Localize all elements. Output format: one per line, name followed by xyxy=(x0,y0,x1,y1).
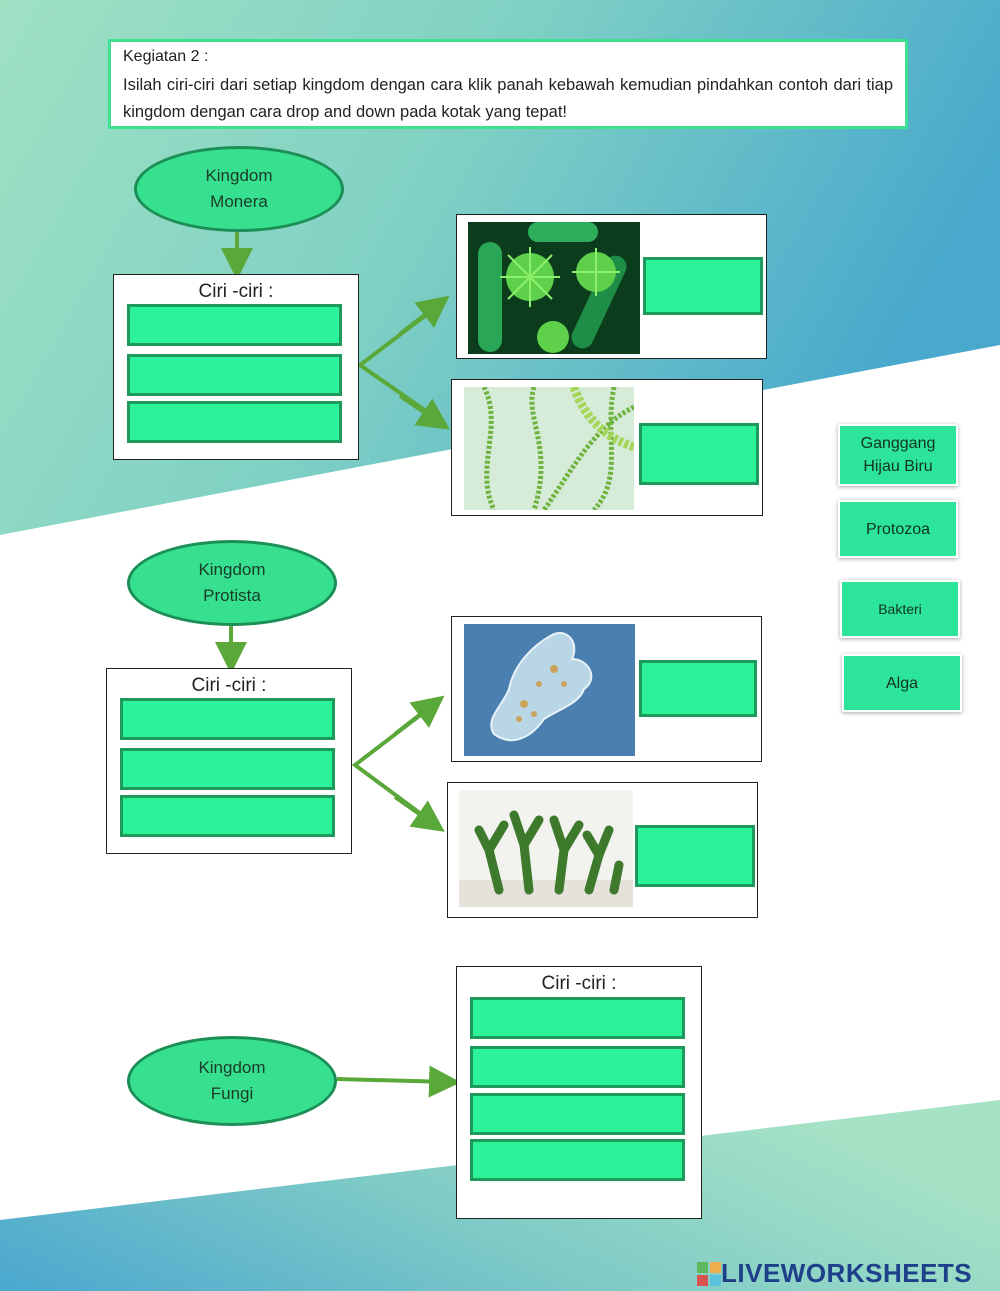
monera-ciri-box: Ciri -ciri : xyxy=(113,274,359,460)
liveworksheets-logo-icon xyxy=(697,1262,721,1286)
kingdom-label-line2: Fungi xyxy=(211,1081,254,1107)
kingdom-monera-ellipse: Kingdom Monera xyxy=(134,146,344,232)
kingdom-label-line2: Protista xyxy=(203,583,261,609)
protista-example-slot-1[interactable] xyxy=(639,660,757,717)
drag-option-label: Alga xyxy=(886,672,918,695)
green-algae-image xyxy=(459,790,633,907)
monera-example-slot-2[interactable] xyxy=(639,423,759,485)
monera-example-slot-1[interactable] xyxy=(643,257,763,315)
fungi-ciri-box: Ciri -ciri : xyxy=(456,966,702,1219)
drag-option-label: Protozoa xyxy=(866,518,930,541)
protista-example-slot-2[interactable] xyxy=(635,825,755,887)
kingdom-protista-ellipse: Kingdom Protista xyxy=(127,540,337,626)
monera-ciri-slot-2[interactable] xyxy=(127,354,342,396)
instruction-box: Kegiatan 2 : Isilah ciri-ciri dari setia… xyxy=(108,39,908,129)
fungi-ciri-slot-2[interactable] xyxy=(470,1046,685,1088)
drag-option-line1: Ganggang xyxy=(861,435,936,452)
kingdom-label-line1: Kingdom xyxy=(198,1055,265,1081)
protista-ciri-slot-3[interactable] xyxy=(120,795,335,837)
protista-ciri-box: Ciri -ciri : xyxy=(106,668,352,854)
instruction-heading: Kegiatan 2 : xyxy=(123,48,893,66)
photo-box-bacteria xyxy=(456,214,767,359)
photo-box-spirulina xyxy=(451,379,763,516)
drag-option-alga[interactable]: Alga xyxy=(842,654,962,712)
protista-ciri-slot-2[interactable] xyxy=(120,748,335,790)
monera-ciri-slot-3[interactable] xyxy=(127,401,342,443)
ciri-title: Ciri -ciri : xyxy=(107,675,351,697)
monera-ciri-slot-1[interactable] xyxy=(127,304,342,346)
kingdom-label-line2: Monera xyxy=(210,189,268,215)
drag-option-protozoa[interactable]: Protozoa xyxy=(838,500,958,558)
fungi-ciri-slot-1[interactable] xyxy=(470,997,685,1039)
kingdom-label-line1: Kingdom xyxy=(198,557,265,583)
drag-option-label: Bakteri xyxy=(878,598,922,621)
drag-option-bakteri[interactable]: Bakteri xyxy=(840,580,960,638)
fungi-ciri-slot-4[interactable] xyxy=(470,1139,685,1181)
photo-box-amoeba xyxy=(451,616,762,762)
drag-option-line2: Hijau Biru xyxy=(863,458,932,475)
ciri-title: Ciri -ciri : xyxy=(114,281,358,303)
fungi-ciri-slot-3[interactable] xyxy=(470,1093,685,1135)
spirulina-image xyxy=(464,387,634,510)
kingdom-label-line1: Kingdom xyxy=(205,163,272,189)
bacteria-image xyxy=(468,222,640,354)
ciri-title: Ciri -ciri : xyxy=(457,973,701,995)
liveworksheets-logo: LIVEWORKSHEETS xyxy=(697,1258,972,1289)
brand-name: LIVEWORKSHEETS xyxy=(721,1258,972,1289)
protista-ciri-slot-1[interactable] xyxy=(120,698,335,740)
instruction-text: Isilah ciri-ciri dari setiap kingdom den… xyxy=(123,72,893,126)
photo-box-algae xyxy=(447,782,758,918)
kingdom-fungi-ellipse: Kingdom Fungi xyxy=(127,1036,337,1126)
amoeba-image xyxy=(464,624,635,756)
